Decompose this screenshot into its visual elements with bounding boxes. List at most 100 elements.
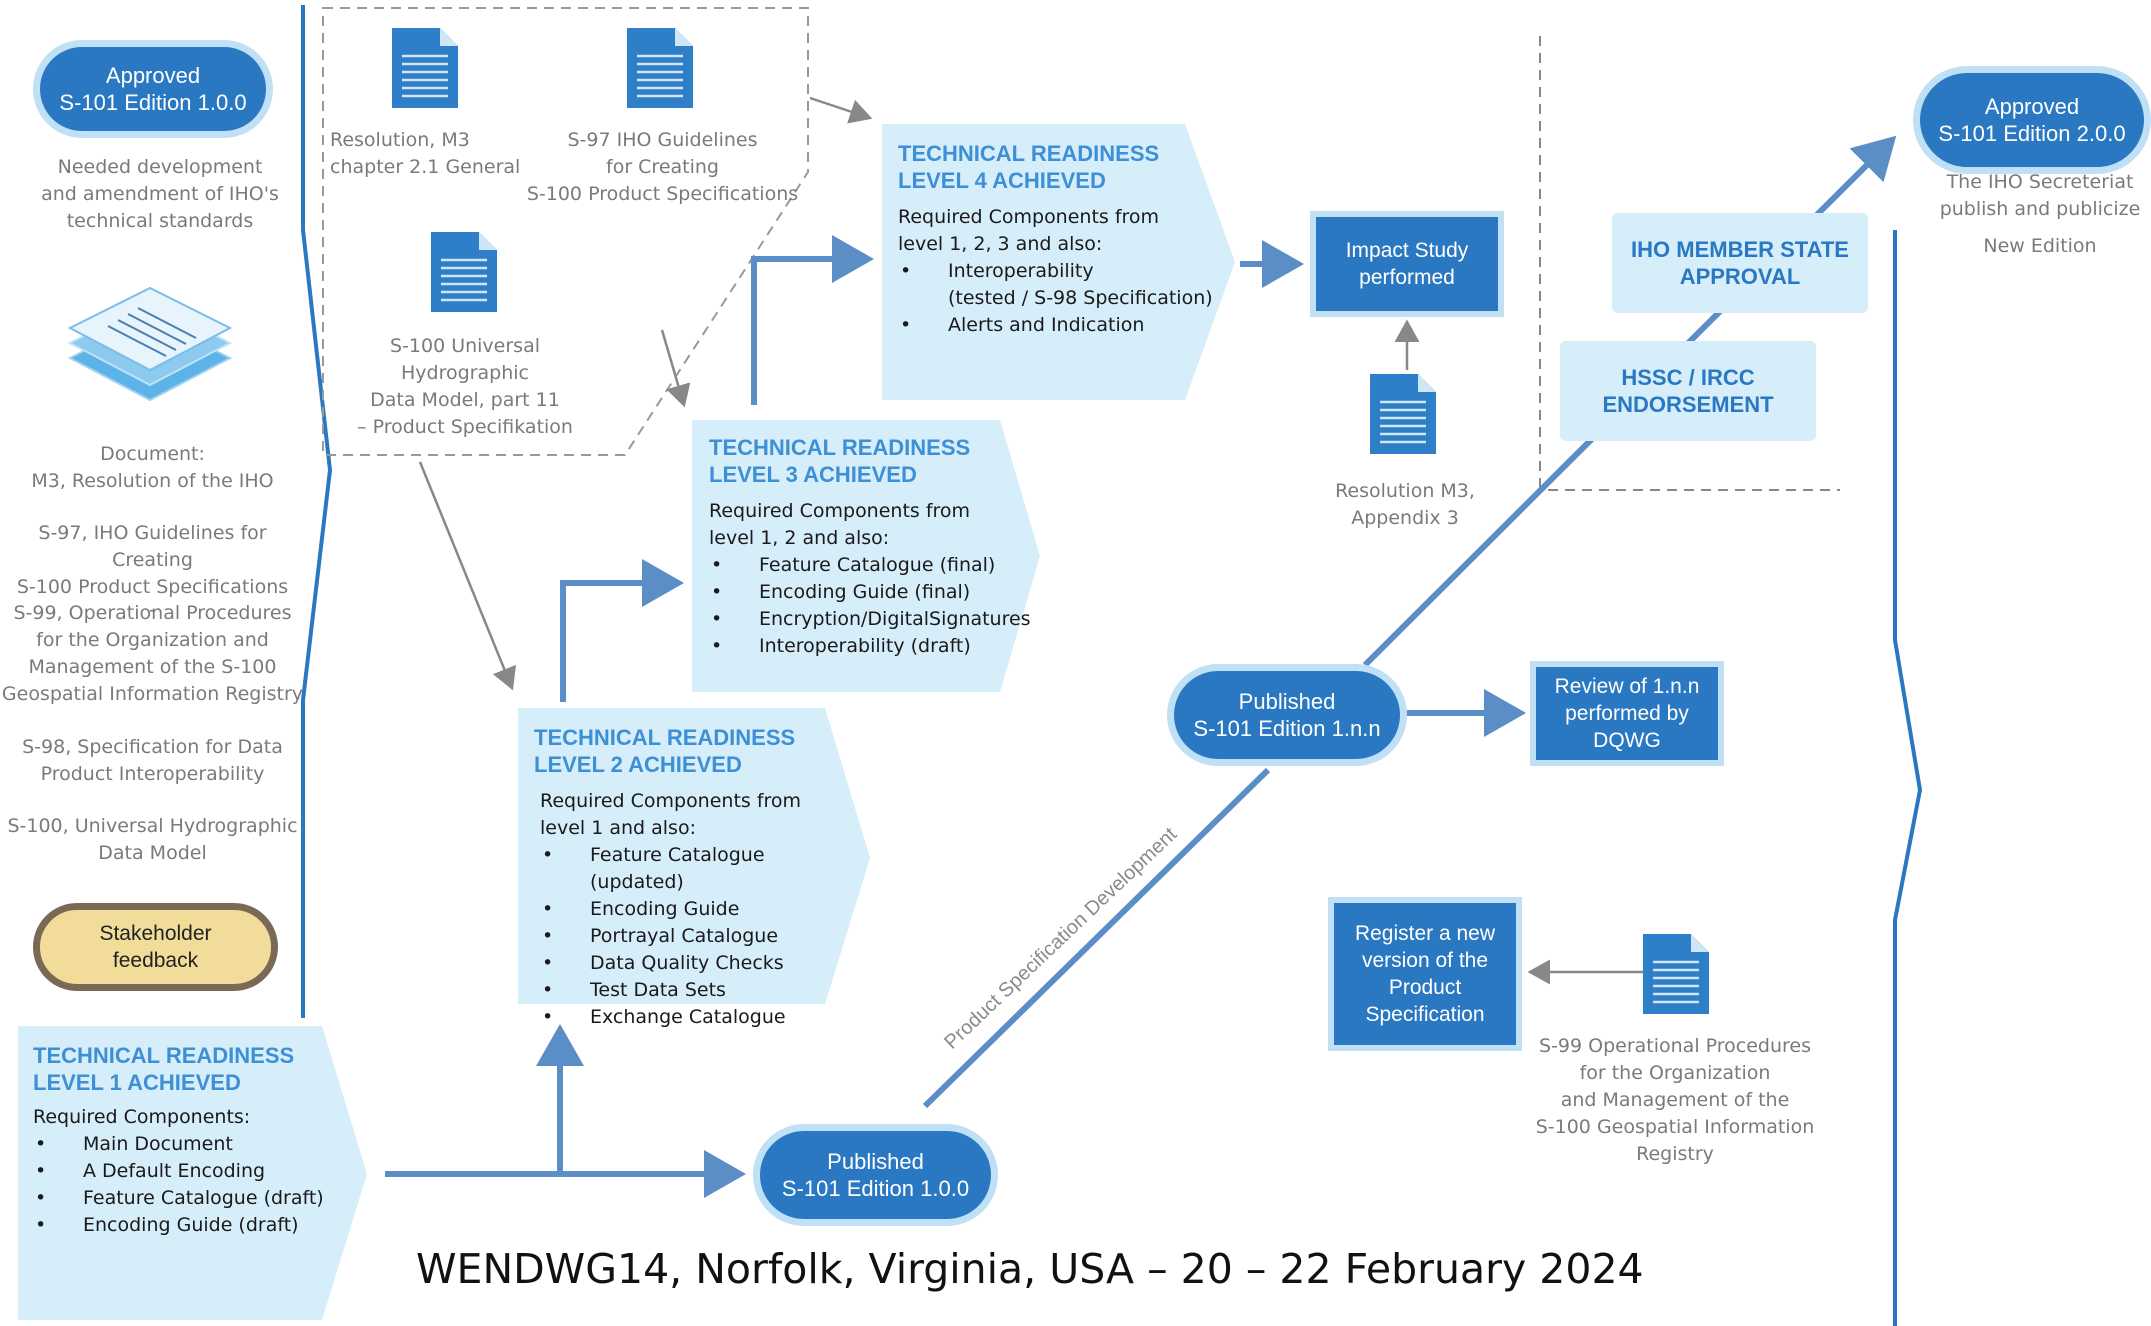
res-m3-text: Resolution, M3 chapter 2.1 General: [330, 127, 530, 181]
trl2-list: Feature Catalogue (updated) Encoding Gui…: [540, 842, 854, 1031]
doc-line: Data Model, part 11: [370, 389, 560, 411]
s99-line: Management of the S-100: [28, 656, 277, 678]
s98-line: Product Interoperability: [40, 763, 265, 785]
s99-line: S-100 Geospatial Information: [1535, 1116, 1815, 1138]
trl-intro: Required Components:: [33, 1106, 251, 1128]
document-icon: [1643, 934, 1709, 1014]
review-line: Review of 1.n.n: [1554, 675, 1700, 698]
list-item: Interoperability(tested / S-98 Specifica…: [898, 258, 1228, 312]
published-label: Published: [1238, 689, 1336, 714]
hssc-ircc-endorsement: HSSC / IRCC ENDORSEMENT: [1560, 341, 1816, 441]
s97-text: S-97, IHO Guidelines for Creating S-100 …: [0, 520, 305, 621]
document-stack-icon: [67, 286, 233, 402]
document-icon: [1370, 374, 1436, 454]
approved-edition: S-101 Edition 2.0.0: [1938, 121, 2126, 146]
list-item: Portrayal Catalogue: [540, 923, 854, 950]
right-separator: [1893, 230, 1923, 1326]
trl3-list: Feature Catalogue (final) Encoding Guide…: [709, 552, 1031, 660]
register-line: version of the: [1361, 949, 1489, 972]
trl3-title: TECHNICAL READINESS LEVEL 3 ACHIEVED: [709, 434, 1029, 488]
review-line: performed by: [1565, 702, 1689, 725]
trl-intro: level 1, 2 and also:: [709, 527, 890, 549]
register-line: Product: [1388, 976, 1462, 999]
list-item: Encryption/DigitalSignatures: [709, 606, 1031, 633]
approved-edition-2-0-0: Approved S-101 Edition 2.0.0: [1913, 66, 2151, 174]
resolution-m3-appendix-text: Resolution M3, Appendix 3: [1300, 478, 1510, 532]
item-text: Interoperability: [948, 260, 1094, 282]
approved-edition: S-101 Edition 1.0.0: [59, 90, 247, 115]
document-icon: [627, 28, 693, 108]
trl1-body: Required Components: Main Document A Def…: [33, 1104, 333, 1239]
s100-part11-text: S-100 Universal Hydrographic Data Model,…: [325, 333, 605, 441]
trl4-title: TECHNICAL READINESS LEVEL 4 ACHIEVED: [898, 140, 1228, 194]
iho-member-state-approval: IHO MEMBER STATE APPROVAL: [1612, 213, 1868, 313]
res-line: Resolution M3,: [1335, 480, 1475, 502]
published-edition-1-0-0: Published S-101 Edition 1.0.0: [753, 1124, 998, 1226]
list-item: Feature Catalogue (updated): [540, 842, 854, 896]
impact-study-box: Impact Study performed: [1310, 211, 1504, 317]
s99-line: for the Organization: [1579, 1062, 1771, 1084]
needed-line: Needed development: [57, 156, 263, 178]
trl-intro: Required Components from: [898, 206, 1160, 228]
list-item: Interoperability (draft): [709, 633, 1029, 660]
doc-line: for Creating: [606, 156, 719, 178]
approved-label: Approved: [105, 63, 201, 88]
s99-line: for the Organization and: [36, 629, 269, 651]
left-separator: [301, 5, 333, 1018]
title-line: LEVEL 2 ACHIEVED: [534, 752, 742, 777]
trl-intro: Required Components from: [540, 790, 802, 812]
docs-dashed-box: [322, 7, 809, 456]
s99-line: Geospatial Information Registry: [1, 683, 304, 705]
title-line: TECHNICAL READINESS: [898, 141, 1160, 166]
list-item: Data Quality Checks: [540, 950, 854, 977]
s99-line: S-99, Operational Procedures: [13, 602, 292, 624]
doc-line: – Product Specifikation: [357, 416, 573, 438]
s99-text: S-99, Operational Procedures for the Org…: [0, 600, 305, 708]
document-icon: [431, 232, 497, 312]
iho-line: APPROVAL: [1679, 264, 1801, 289]
title-line: TECHNICAL READINESS: [33, 1043, 295, 1068]
list-item: Test Data Sets: [540, 977, 854, 1004]
needed-development-text: Needed development and amendment of IHO'…: [20, 154, 300, 235]
trl3-content: TECHNICAL READINESS LEVEL 3 ACHIEVED Req…: [709, 434, 1031, 660]
published-edition: S-101 Edition 1.0.0: [781, 1176, 970, 1201]
feedback-line: Stakeholder: [99, 922, 212, 945]
s97-line: -: [149, 599, 156, 621]
approved-label: Approved: [1984, 94, 2080, 119]
s99-procedures-text: S-99 Operational Procedures for the Orga…: [1530, 1033, 1820, 1168]
s97-guidelines-text: S-97 IHO Guidelines for Creating S-100 P…: [520, 127, 805, 208]
doc-line: Resolution, M3: [330, 129, 470, 151]
iho-line: IHO MEMBER STATE: [1631, 237, 1849, 262]
s99-line: and Management of the: [1560, 1089, 1790, 1111]
doc-line: chapter 2.1 General: [330, 156, 521, 178]
secretariat-line: The IHO Secreteriat: [1946, 171, 2134, 193]
footer-caption: WENDWG14, Norfolk, Virginia, USA – 20 – …: [416, 1245, 1644, 1293]
doc-line: S-100 Product Specifications: [526, 183, 799, 205]
res-line: Appendix 3: [1351, 507, 1459, 529]
review-dqwg-box: Review of 1.n.n performed by DQWG: [1530, 661, 1724, 766]
s100-line: S-100, Universal Hydrographic: [7, 815, 298, 837]
doc-line: S-97 IHO Guidelines: [567, 129, 758, 151]
s98-line: S-98, Specification for Data: [22, 736, 283, 758]
trl4-content: TECHNICAL READINESS LEVEL 4 ACHIEVED Req…: [898, 140, 1228, 339]
trl-intro: Required Components from: [709, 500, 971, 522]
published-label: Published: [827, 1149, 924, 1174]
document-icon: [392, 28, 458, 108]
s99-line: S-99 Operational Procedures: [1538, 1035, 1811, 1057]
s97-line: S-97, IHO Guidelines for Creating: [38, 522, 267, 571]
trl2-body: Required Components from level 1 and als…: [534, 788, 854, 1031]
title-line: LEVEL 3 ACHIEVED: [709, 462, 917, 487]
new-edition-text: New Edition: [1983, 235, 2097, 257]
title-line: TECHNICAL READINESS: [709, 435, 971, 460]
register-line: Specification: [1365, 1003, 1485, 1026]
list-item: Alerts and Indication: [898, 312, 1228, 339]
s99-line: Registry: [1636, 1143, 1714, 1165]
approved-edition-1-0-0: Approved S-101 Edition 1.0.0: [33, 40, 273, 138]
title-line: LEVEL 4 ACHIEVED: [898, 168, 1106, 193]
register-version-box: Register a new version of the Product Sp…: [1328, 897, 1522, 1051]
list-item: Encoding Guide: [540, 896, 854, 923]
review-line: DQWG: [1593, 729, 1661, 752]
trl3-body: Required Components from level 1, 2 and …: [709, 498, 1031, 660]
hssc-line: HSSC / IRCC: [1621, 365, 1755, 390]
published-edition: S-101 Edition 1.n.n: [1193, 716, 1381, 741]
